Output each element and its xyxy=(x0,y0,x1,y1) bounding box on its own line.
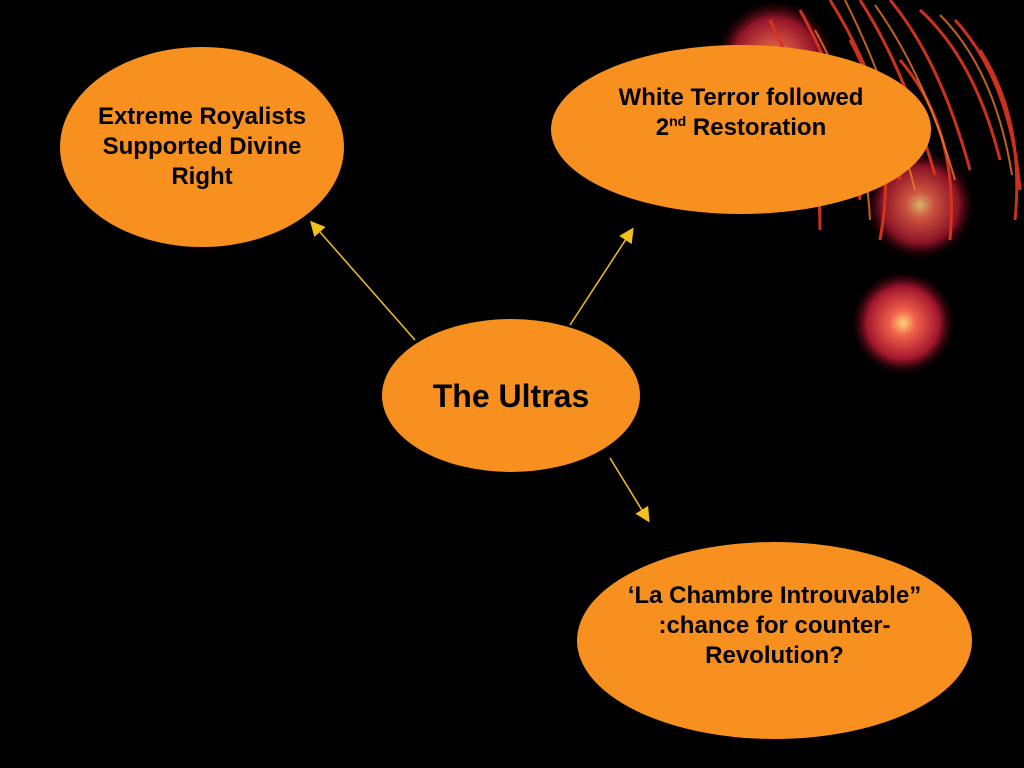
node-text-line: ‘La Chambre Introuvable” xyxy=(627,581,922,609)
arrow-to-chambre xyxy=(609,457,650,523)
node-text-line: 2nd Restoration xyxy=(619,113,864,143)
node-center-the-ultras: The Ultras xyxy=(382,319,640,472)
node-la-chambre-introuvable: ‘La Chambre Introuvable” :chance for cou… xyxy=(577,542,972,739)
ordinal-number: 2 xyxy=(655,113,670,141)
node-text-line: Supported Divine xyxy=(102,133,302,160)
arrow-to-royalists xyxy=(310,220,416,341)
node-extreme-royalists: Extreme Royalists Supported Divine Right xyxy=(60,47,344,247)
center-title: The Ultras xyxy=(432,377,590,414)
node-text-line: Extreme Royalists xyxy=(97,103,307,130)
arrow-to-white-terror xyxy=(569,227,634,326)
node-text-line: :chance for counter- xyxy=(658,611,891,639)
ordinal-suffix: nd xyxy=(669,112,687,129)
node-text-rest: Restoration xyxy=(686,113,827,141)
node-text-line: Revolution? xyxy=(705,641,844,669)
node-text-line: White Terror followed xyxy=(618,83,864,111)
node-text-line: Right xyxy=(171,163,233,190)
node-white-terror: White Terror followed 2nd Restoration xyxy=(551,45,931,214)
